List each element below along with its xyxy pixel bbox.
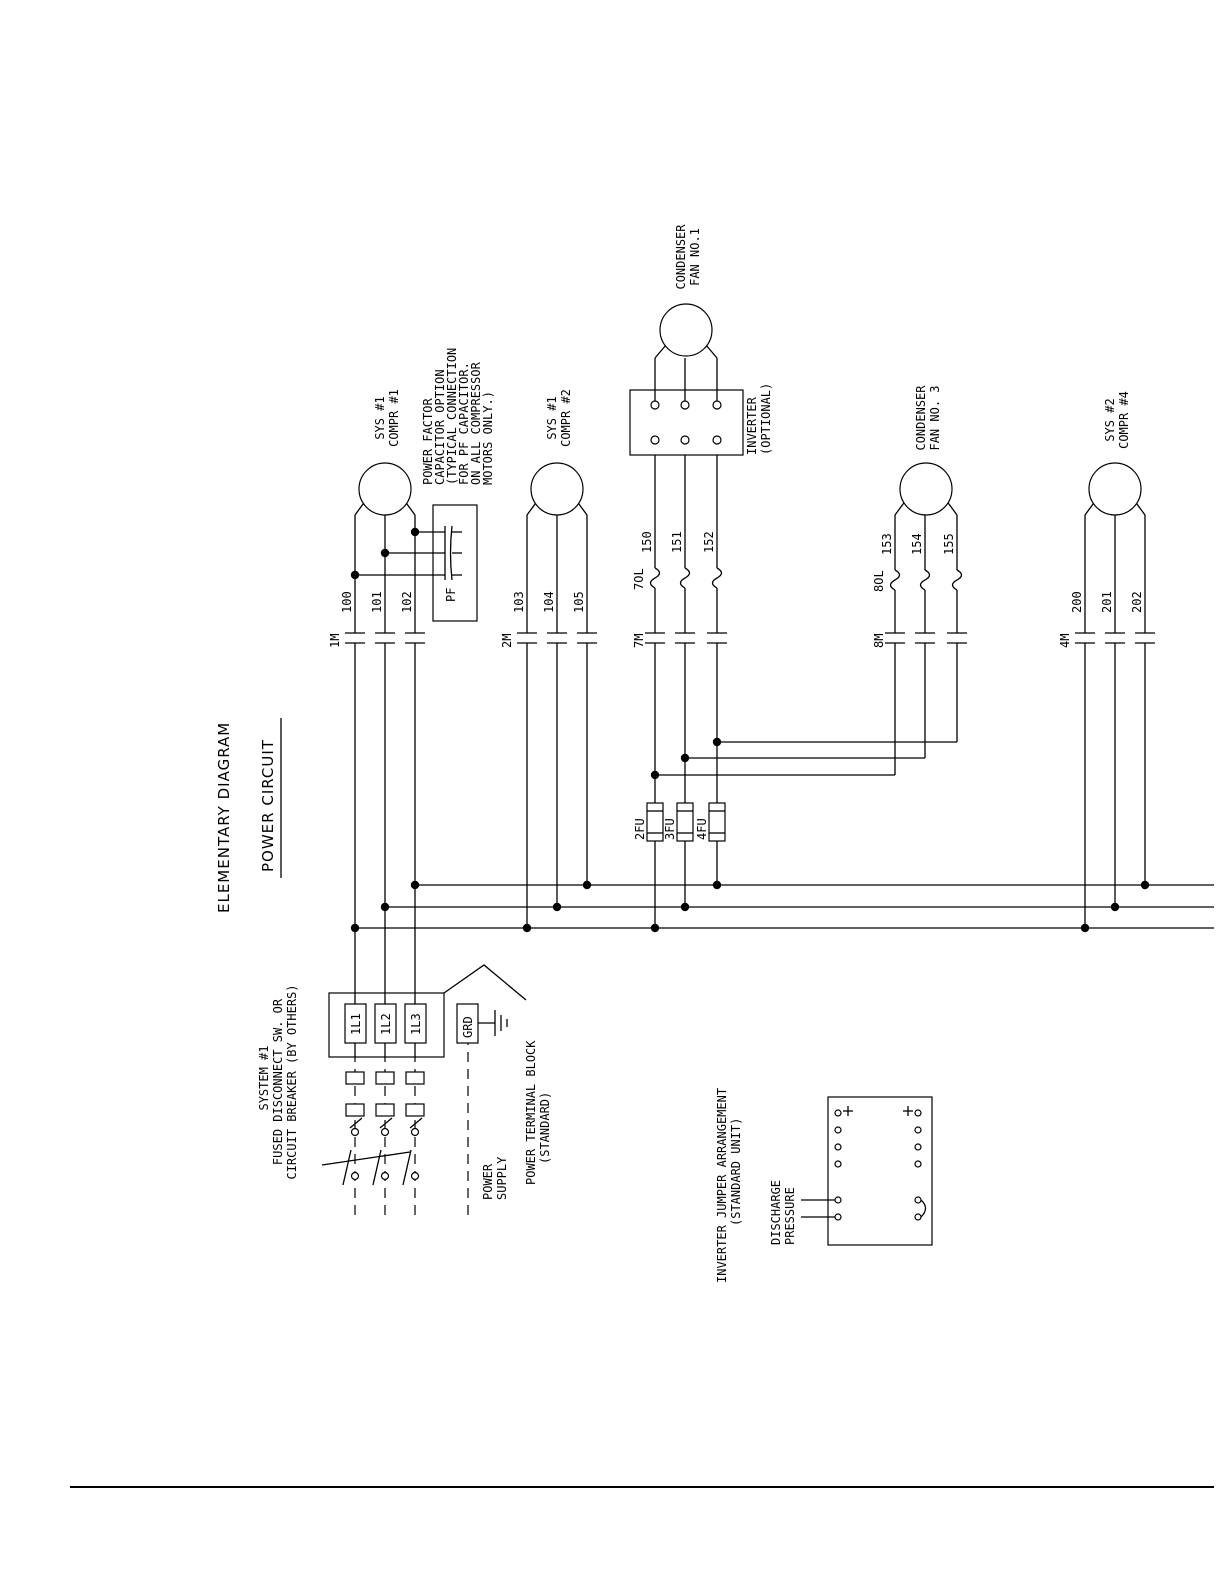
main-bus [355,884,1214,929]
svg-text:7M: 7M [632,634,646,648]
svg-text:SYS #1: SYS #1 [373,396,387,439]
jumper-wire [920,1199,927,1218]
svg-text:153: 153 [880,533,894,555]
svg-text:COMPR #1: COMPR #1 [387,389,401,447]
svg-text:102: 102 [400,591,414,613]
svg-text:POWER FACTOR: POWER FACTOR [421,398,435,485]
svg-text:8M: 8M [872,634,886,648]
svg-text:SYSTEM #1: SYSTEM #1 [257,1045,271,1110]
motor-condenser-fan3 [899,462,953,516]
pf-capacitor: PF [355,504,478,622]
svg-text:200: 200 [1070,591,1084,613]
inverter-box [629,389,744,456]
svg-text:SYS #1: SYS #1 [545,396,559,439]
svg-text:PF: PF [444,588,458,602]
svg-text:(OPTIONAL): (OPTIONAL) [759,383,773,455]
svg-text:103: 103 [512,591,526,613]
svg-text:104: 104 [542,591,556,613]
svg-text:CIRCUIT BREAKER (BY OTHERS): CIRCUIT BREAKER (BY OTHERS) [285,984,299,1179]
load-sys1-compr1: 1M 100 101 102 SYS #1 COMPR #1 [328,389,425,928]
diagram-subtitle: POWER CIRCUIT [259,739,277,872]
load-condenser-fan3: 8M 8OL 153 154 155 CONDENSER FAN NO. 3 [872,385,967,775]
system-disconnect-label: SYSTEM #1 FUSED DISCONNECT SW. OR CIRCUI… [257,984,299,1179]
svg-text:(STANDARD UNIT): (STANDARD UNIT) [729,1118,743,1226]
load-sys1-compr2: 2M 103 104 105 SYS #1 COMPR #2 [500,389,597,928]
svg-text:CONDENSER: CONDENSER [914,385,928,451]
inverter-label: INVERTER (OPTIONAL) [745,383,773,455]
power-supply-label: POWER SUPPLY [481,1156,509,1200]
svg-text:PRESSURE: PRESSURE [783,1187,797,1245]
svg-text:MOTORS ONLY.): MOTORS ONLY.) [481,391,495,485]
svg-text:1M: 1M [328,634,342,648]
svg-text:SYS #2: SYS #2 [1103,398,1117,441]
svg-text:151: 151 [670,531,684,553]
svg-text:2FU: 2FU [633,818,647,840]
svg-text:1L2: 1L2 [379,1013,393,1035]
svg-text:GRD: GRD [461,1016,475,1038]
svg-text:INVERTER JUMPER ARRANGEMENT: INVERTER JUMPER ARRANGEMENT [715,1088,729,1283]
pf-capacitor-note: POWER FACTOR CAPACITOR OPTION (TYPICAL C… [421,348,495,485]
svg-text:CAPACITOR OPTION: CAPACITOR OPTION [433,369,447,485]
svg-text:POWER TERMINAL BLOCK: POWER TERMINAL BLOCK [524,1040,538,1185]
svg-text:7OL: 7OL [632,568,646,590]
svg-text:CONDENSER: CONDENSER [674,224,688,290]
fuse-4fu [708,802,726,842]
terminal-block-label: POWER TERMINAL BLOCK (STANDARD) [524,1040,552,1185]
svg-text:101: 101 [370,591,384,613]
inverter-jumper-arrangement [801,1096,933,1246]
svg-text:100: 100 [340,591,354,613]
fuse-2fu [646,802,664,842]
load-sys2-compr4: 4M 200 201 202 SYS #2 COMPR #4 [1058,391,1155,928]
svg-text:(STANDARD): (STANDARD) [538,1092,552,1164]
svg-text:COMPR #4: COMPR #4 [1117,391,1131,449]
svg-text:ON ALL COMPRESSOR: ON ALL COMPRESSOR [469,361,483,485]
svg-text:4FU: 4FU [695,818,709,840]
svg-text:COMPR #2: COMPR #2 [559,389,573,447]
load-condenser-fan1: 7M 7OL 150 151 152 CONDENSER FAN NO.1 [629,224,744,648]
svg-text:FUSED DISCONNECT SW. OR: FUSED DISCONNECT SW. OR [271,998,285,1165]
terminal-1l1 [344,1003,367,1044]
motor-compr1 [358,462,412,516]
power-terminal-block: 1L1 1L2 1L3 GRD [328,885,527,1058]
svg-text:150: 150 [640,531,654,553]
diagram-title: ELEMENTARY DIAGRAM [215,722,233,913]
fan-fuses: 2FU 3FU 4FU [633,643,957,928]
svg-text:8OL: 8OL [872,570,886,592]
svg-text:DISCHARGE: DISCHARGE [769,1180,783,1245]
discharge-pressure-label: DISCHARGE PRESSURE [769,1180,797,1245]
motor-condenser-fan1 [659,303,713,357]
fused-disconnect [321,1042,469,1215]
svg-text:1L3: 1L3 [409,1013,423,1035]
terminal-1l2 [374,1003,397,1044]
svg-text:4M: 4M [1058,634,1072,648]
svg-text:202: 202 [1130,591,1144,613]
inverter-jumper-label: INVERTER JUMPER ARRANGEMENT (STANDARD UN… [715,1088,743,1283]
svg-text:POWER: POWER [481,1163,495,1200]
svg-text:3FU: 3FU [663,818,677,840]
svg-text:1L1: 1L1 [349,1013,363,1035]
svg-text:(TYPICAL CONNECTION: (TYPICAL CONNECTION [445,348,459,485]
svg-text:2M: 2M [500,634,514,648]
svg-text:INVERTER: INVERTER [745,396,759,455]
fuse-3fu [676,802,694,842]
junction-dots [350,527,1150,933]
motor-compr4 [1088,462,1142,516]
svg-text:FOR PF CAPACITOR.: FOR PF CAPACITOR. [457,362,471,485]
svg-text:154: 154 [910,533,924,555]
svg-text:SUPPLY: SUPPLY [495,1156,509,1200]
svg-text:105: 105 [572,591,586,613]
terminal-1l3 [404,1003,427,1044]
svg-text:FAN NO.1: FAN NO.1 [688,228,702,286]
svg-text:155: 155 [942,533,956,555]
svg-text:201: 201 [1100,591,1114,613]
svg-text:152: 152 [702,531,716,553]
svg-text:FAN NO. 3: FAN NO. 3 [928,385,942,450]
motor-compr2 [530,462,584,516]
